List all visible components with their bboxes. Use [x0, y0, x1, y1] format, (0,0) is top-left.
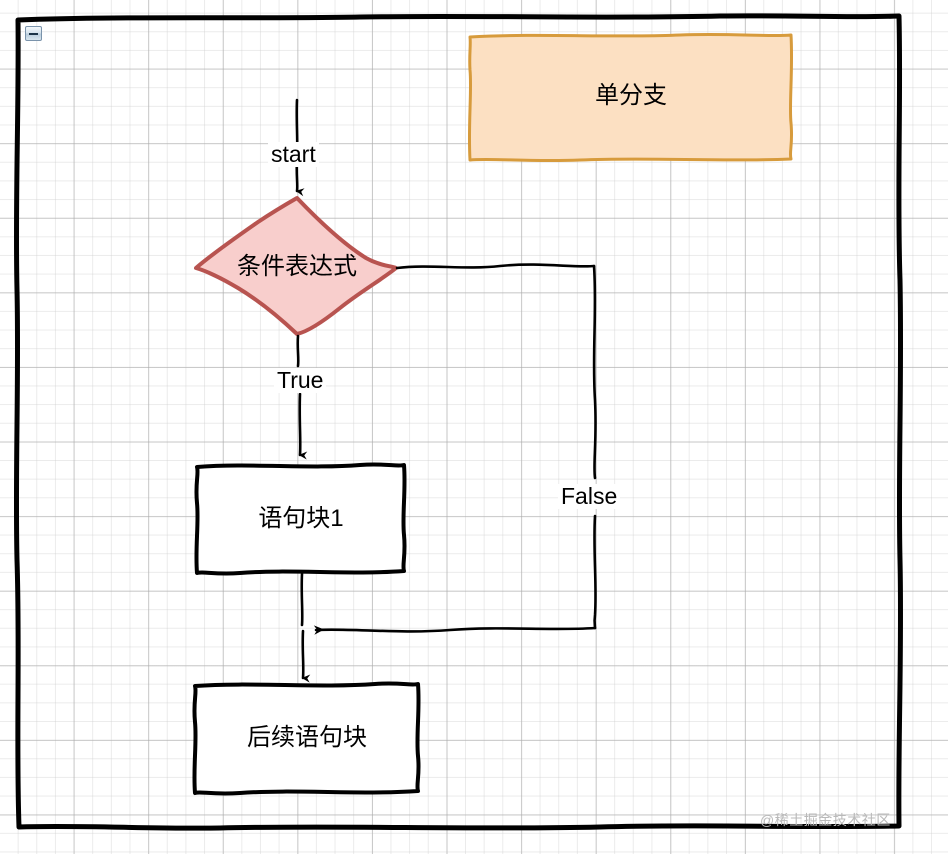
outer-frame	[13, 13, 904, 831]
edge-false-merge	[313, 625, 597, 635]
edge-true-to-block1	[296, 334, 300, 368]
edge-false-vertical-lower	[593, 514, 597, 630]
title-box-label: 单分支	[595, 82, 667, 109]
watermark: @稀土掘金技术社区	[760, 812, 891, 828]
collapse-button[interactable]	[25, 26, 42, 41]
edge-merge-to-following	[301, 629, 311, 683]
edge-false-vertical-upper	[592, 264, 597, 480]
edge-label-false: False	[558, 484, 621, 509]
node-condition	[194, 196, 398, 336]
minus-icon	[29, 33, 38, 35]
node-following-statement-block-label: 后续语句块	[247, 724, 367, 751]
edge-false-top	[395, 263, 596, 270]
title-box	[467, 32, 794, 163]
node-statement-block-1-label: 语句块1	[258, 505, 344, 532]
node-following-statement-block	[192, 681, 421, 796]
edge-true-arrow	[298, 392, 308, 460]
node-condition-label: 条件表达式	[237, 253, 357, 280]
edge-label-true: True	[274, 368, 327, 393]
edge-label-start: start	[268, 142, 319, 167]
node-statement-block-1	[194, 462, 407, 576]
edge-block1-to-merge	[300, 572, 304, 627]
